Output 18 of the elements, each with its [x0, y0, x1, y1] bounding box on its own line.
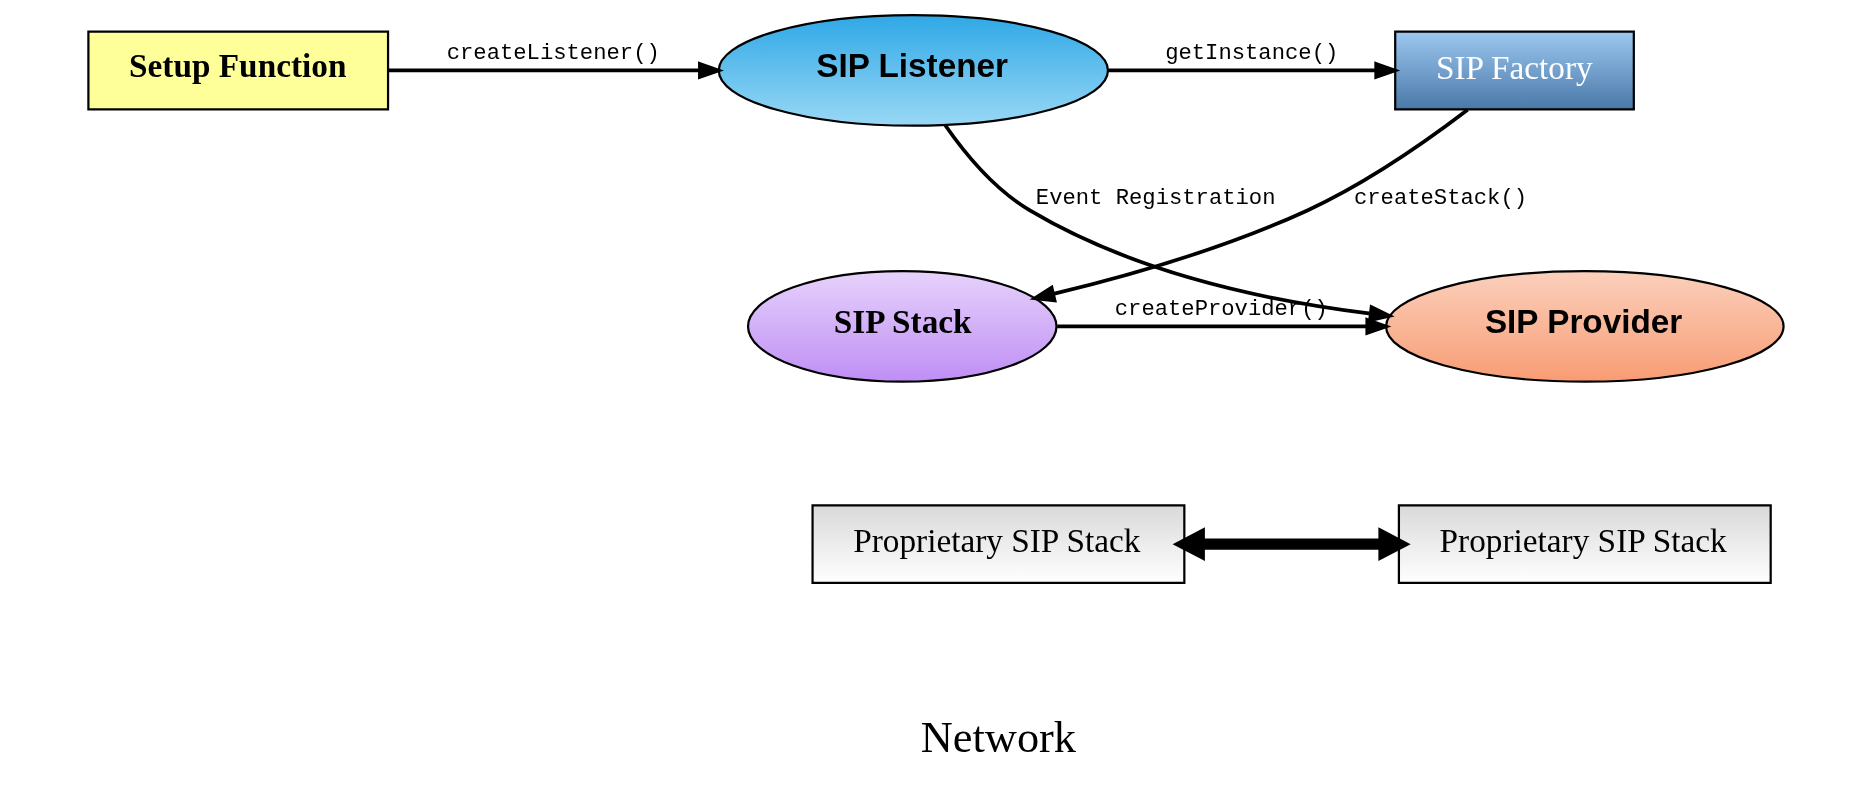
edge-label: createListener()	[446, 40, 660, 66]
arrow	[1056, 317, 1391, 336]
label: Network	[920, 711, 1076, 762]
edge-label: createProvider()	[1114, 296, 1328, 322]
node-ellipse: SIP Listener	[717, 14, 1109, 127]
arrow	[943, 124, 1395, 323]
edge-label: createStack()	[1353, 186, 1527, 212]
node-box: Proprietary SIP Stack	[810, 504, 1185, 585]
node-box: Setup Function	[86, 30, 389, 111]
edge-label: Event Registration	[1035, 186, 1275, 212]
node-box: Proprietary SIP Stack	[1397, 504, 1772, 585]
edge-label: getInstance()	[1164, 40, 1338, 66]
arrow	[1108, 61, 1400, 80]
node-box: SIP Factory	[1393, 30, 1635, 111]
node-ellipse: SIP Provider	[1384, 270, 1785, 383]
arrow	[1029, 108, 1469, 303]
arrow	[1172, 527, 1411, 562]
arrow	[387, 61, 724, 80]
